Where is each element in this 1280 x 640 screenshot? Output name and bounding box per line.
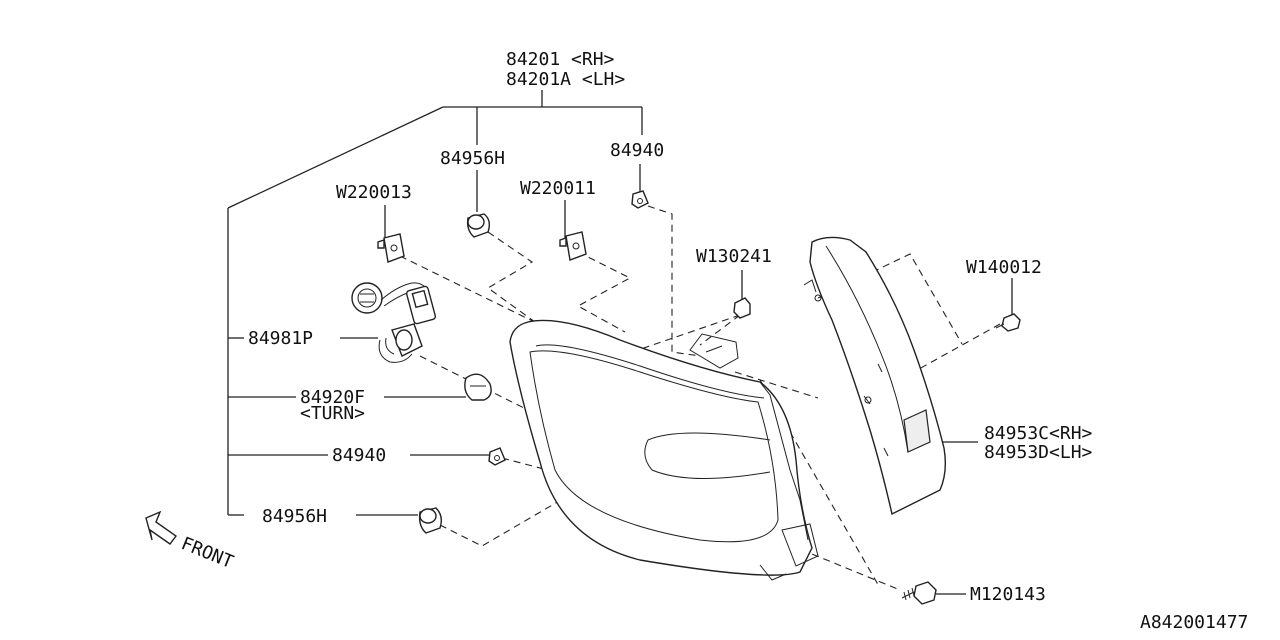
nut-84940-mid[interactable] — [488, 447, 506, 466]
label-w140012: W140012 — [966, 257, 1042, 278]
nut-w130241[interactable] — [733, 297, 751, 319]
socket-84981p[interactable] — [351, 282, 437, 363]
assembly-label-rh: 84201 <RH> — [506, 49, 615, 70]
bulb-84920f[interactable] — [464, 373, 492, 401]
bolt-m120143[interactable] — [901, 581, 937, 605]
assembly-label-lh: 84201A <LH> — [506, 69, 625, 90]
label-84953d: 84953D<LH> — [984, 442, 1093, 463]
nut-84940-top[interactable] — [631, 190, 649, 209]
label-w220011: W220011 — [520, 178, 596, 199]
label-84956h-low: 84956H — [262, 506, 327, 527]
label-84953c: 84953C<RH> — [984, 423, 1093, 444]
grommet-84956h-top[interactable] — [466, 213, 491, 238]
label-84920f-note: <TURN> — [300, 403, 365, 424]
label-84940-top: 84940 — [610, 140, 664, 161]
leader-lines — [227, 90, 1013, 595]
front-arrow-icon — [145, 510, 177, 545]
clip-w220011[interactable] — [559, 231, 587, 261]
grommet-84956h-low[interactable] — [418, 507, 443, 534]
label-84940-mid: 84940 — [332, 445, 386, 466]
label-84981p: 84981P — [248, 328, 313, 349]
front-label: FRONT — [178, 533, 236, 573]
label-w220013: W220013 — [336, 182, 412, 203]
label-84920f: 84920F — [300, 387, 365, 408]
cover-84953c[interactable] — [803, 236, 947, 516]
clip-w220013[interactable] — [377, 233, 405, 263]
lamp-assembly-84201[interactable] — [509, 319, 819, 581]
screw-w140012[interactable] — [995, 313, 1021, 332]
label-w130241: W130241 — [696, 246, 772, 267]
diagram-id: A842001477 — [1140, 612, 1248, 633]
label-m120143: M120143 — [970, 584, 1046, 605]
label-84956h-top: 84956H — [440, 148, 505, 169]
